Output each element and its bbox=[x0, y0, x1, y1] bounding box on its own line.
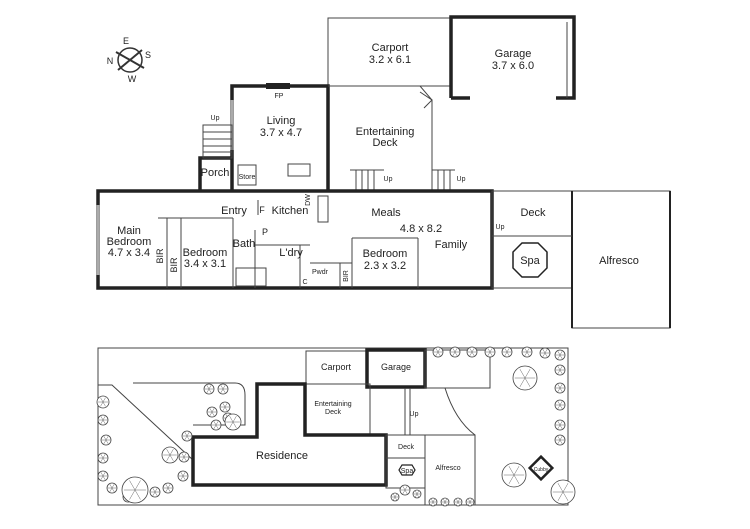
spa-label: Spa bbox=[520, 255, 540, 267]
entry-label: Entry bbox=[221, 205, 247, 217]
main-bedroom-label-2: Bedroom bbox=[107, 236, 152, 248]
site-residence bbox=[191, 382, 388, 487]
pantry-label: P bbox=[262, 227, 268, 237]
main-bedroom-label: Main bbox=[117, 225, 141, 237]
fireplace bbox=[266, 83, 290, 89]
powder-label: Pwdr bbox=[312, 269, 329, 276]
site-cubby-label: Cubby bbox=[534, 467, 549, 473]
bir-label: BIR bbox=[343, 270, 350, 282]
site-plan: Carport Garage Entertaining Deck Up Resi… bbox=[96, 346, 576, 507]
compass-icon: E S N W bbox=[107, 36, 151, 84]
garage-outline bbox=[449, 15, 576, 100]
compass-n: N bbox=[107, 56, 114, 66]
kitchen-label: Kitchen bbox=[272, 205, 309, 217]
entertaining-deck-label: Entertaining bbox=[356, 126, 415, 138]
site-spa-label: Spa bbox=[401, 468, 414, 475]
bath-label: Bath bbox=[233, 238, 256, 250]
site-residence-label: Residence bbox=[256, 450, 308, 462]
site-entertaining-deck-label: Entertaining bbox=[314, 401, 351, 408]
carport-size: 3.2 x 6.1 bbox=[369, 54, 411, 66]
site-deck-label: Deck bbox=[398, 444, 414, 451]
carport-label: Carport bbox=[372, 42, 409, 54]
alfresco-label: Alfresco bbox=[599, 255, 639, 267]
spa-shape bbox=[512, 242, 548, 278]
compass-e: E bbox=[123, 36, 129, 46]
site-up-label: Up bbox=[410, 411, 419, 418]
compass-w: W bbox=[128, 74, 137, 84]
porch-label: Porch bbox=[201, 167, 230, 179]
store-label: Store bbox=[239, 174, 256, 181]
fridge-label: F bbox=[259, 205, 265, 215]
compass-s: S bbox=[145, 50, 151, 60]
floor-plan: Carport 3.2 x 6.1 Garage 3.7 x 6.0 FP Li… bbox=[96, 15, 671, 329]
stairs-up-label: Up bbox=[496, 224, 505, 231]
garage-label: Garage bbox=[495, 48, 532, 60]
main-bedroom-size: 4.7 x 3.4 bbox=[108, 247, 150, 259]
bir-label: BIR bbox=[155, 248, 165, 264]
dishwasher-label: DW bbox=[305, 194, 312, 206]
laundry-label: L'dry bbox=[279, 247, 303, 259]
fireplace-label: FP bbox=[275, 93, 284, 100]
trees bbox=[96, 346, 576, 507]
stairs-up-label: Up bbox=[384, 176, 393, 183]
site-entertaining-deck-label-2: Deck bbox=[325, 409, 341, 416]
living-size: 3.7 x 4.7 bbox=[260, 127, 302, 139]
family-label: Family bbox=[435, 239, 468, 251]
site-garage-label: Garage bbox=[381, 362, 411, 372]
site-carport-label: Carport bbox=[321, 362, 352, 372]
entertaining-deck-label-2: Deck bbox=[372, 137, 398, 149]
bedroom2-label: Bedroom bbox=[183, 247, 228, 259]
deck-label: Deck bbox=[520, 207, 546, 219]
site-boundary bbox=[97, 347, 569, 506]
meals-size: 4.8 x 8.2 bbox=[400, 223, 442, 235]
meals-label: Meals bbox=[371, 207, 401, 219]
bedroom3-size: 2.3 x 3.2 bbox=[364, 260, 406, 272]
stairs-up-label: Up bbox=[457, 176, 466, 183]
site-alfresco-label: Alfresco bbox=[435, 465, 460, 472]
living-label: Living bbox=[267, 115, 296, 127]
bir-label: BIR bbox=[169, 257, 179, 273]
bedroom2-size: 3.4 x 3.1 bbox=[184, 258, 226, 270]
bedroom3-label: Bedroom bbox=[363, 248, 408, 260]
garage-size: 3.7 x 6.0 bbox=[492, 60, 534, 72]
cubby-shape bbox=[527, 454, 555, 482]
cupboard-label: C bbox=[302, 279, 307, 286]
stairs-up-label: Up bbox=[211, 115, 220, 122]
